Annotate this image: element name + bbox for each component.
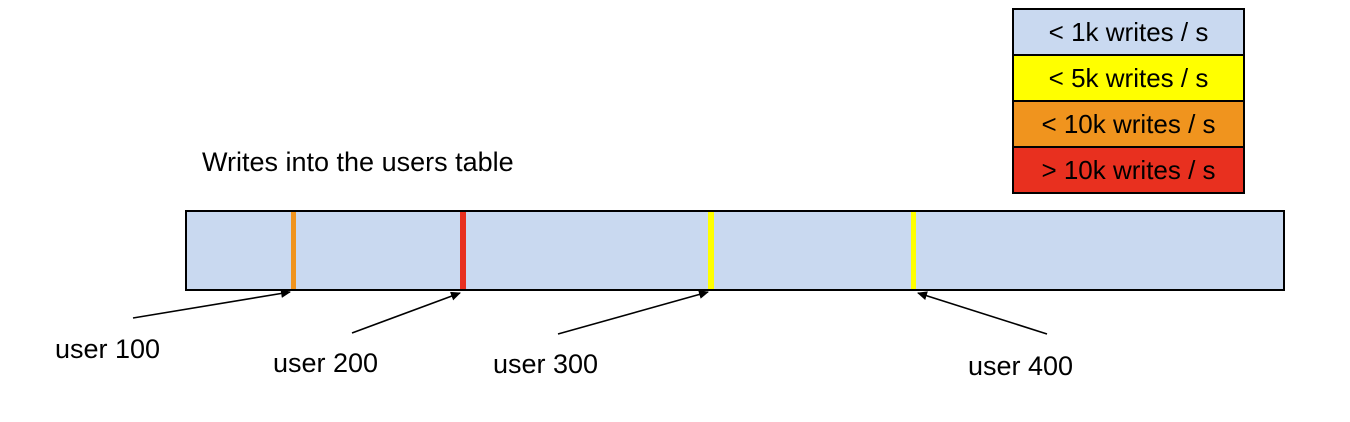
user-label: user 300: [493, 349, 599, 379]
callout-arrow: [351, 291, 461, 334]
marker-user-100: [290, 212, 296, 289]
legend: < 1k writes / s< 5k writes / s< 10k writ…: [1012, 8, 1245, 194]
users-table-bar: [185, 210, 1285, 291]
legend-item: < 5k writes / s: [1012, 54, 1245, 102]
legend-item: < 1k writes / s: [1012, 8, 1245, 56]
callout-arrow: [917, 291, 1048, 335]
marker-user-300: [708, 212, 714, 289]
diagram-title: Writes into the users table: [202, 147, 514, 177]
marker-user-400: [910, 212, 916, 289]
user-label: user 400: [968, 351, 1074, 381]
callout-arrow: [557, 290, 709, 335]
callout-arrow: [132, 289, 291, 319]
legend-item: > 10k writes / s: [1012, 146, 1245, 194]
marker-user-200: [460, 212, 466, 289]
user-label: user 100: [55, 334, 161, 364]
legend-item: < 10k writes / s: [1012, 100, 1245, 148]
user-label: user 200: [273, 348, 379, 378]
